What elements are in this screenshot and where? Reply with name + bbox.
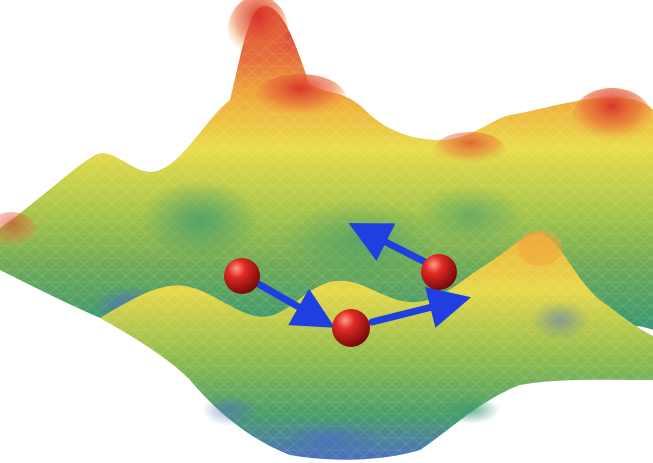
velocity-arrow (251, 278, 336, 328)
velocity-arrow (348, 223, 429, 266)
particle-sphere (332, 309, 370, 347)
particle-sphere (224, 258, 260, 294)
particles (224, 254, 457, 347)
velocity-arrows (251, 223, 472, 328)
velocity-arrow (368, 287, 472, 328)
particle-sphere (421, 254, 457, 290)
